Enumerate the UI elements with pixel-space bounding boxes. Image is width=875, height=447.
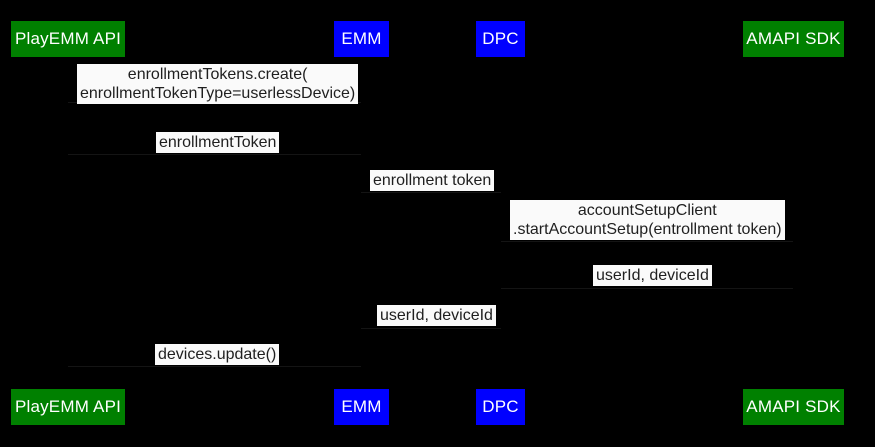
message-line-text: enrollmentTokens.create( — [127, 66, 308, 83]
actor-emm-top: EMM — [334, 21, 389, 57]
message-line-text: enrollmentToken — [159, 134, 277, 151]
message-label-enrollment-token: enrollment token — [370, 170, 495, 191]
message-line-text: userId, deviceId — [596, 267, 709, 284]
message-line — [68, 154, 361, 155]
message-line-text: .startAccountSetup(entrollment token) — [513, 221, 782, 238]
actor-dpc-bottom: DPC — [476, 389, 525, 425]
message-line — [501, 241, 793, 242]
actor-emm-bottom: EMM — [334, 389, 389, 425]
message-label-userid-deviceid-1: userId, deviceId — [593, 265, 712, 286]
message-label-start-account-setup: accountSetupClient .startAccountSetup(en… — [510, 200, 785, 240]
actor-dpc-top: DPC — [476, 21, 525, 57]
message-label-userid-deviceid-2: userId, deviceId — [377, 305, 496, 326]
message-line — [68, 366, 361, 367]
message-line-text: enrollment token — [373, 172, 492, 189]
message-line-text: enrollmentTokenType=userlessDevice) — [80, 85, 356, 102]
actor-playemm-api-bottom: PlayEMM API — [11, 389, 125, 425]
message-line — [361, 328, 501, 329]
actor-amapi-sdk-top: AMAPI SDK — [743, 21, 844, 57]
actor-amapi-sdk-bottom: AMAPI SDK — [743, 389, 844, 425]
message-label-devices-update: devices.update() — [155, 344, 280, 365]
actor-playemm-api-top: PlayEMM API — [11, 21, 125, 57]
message-line-text: userId, deviceId — [380, 307, 493, 324]
message-line-text: accountSetupClient — [577, 202, 717, 219]
message-line — [501, 288, 793, 289]
message-label-enrollment-token-return: enrollmentToken — [156, 132, 280, 153]
message-line-text: devices.update() — [158, 346, 277, 363]
message-label-enrollment-tokens-create: enrollmentTokens.create( enrollmentToken… — [77, 64, 359, 104]
message-line — [361, 192, 501, 193]
